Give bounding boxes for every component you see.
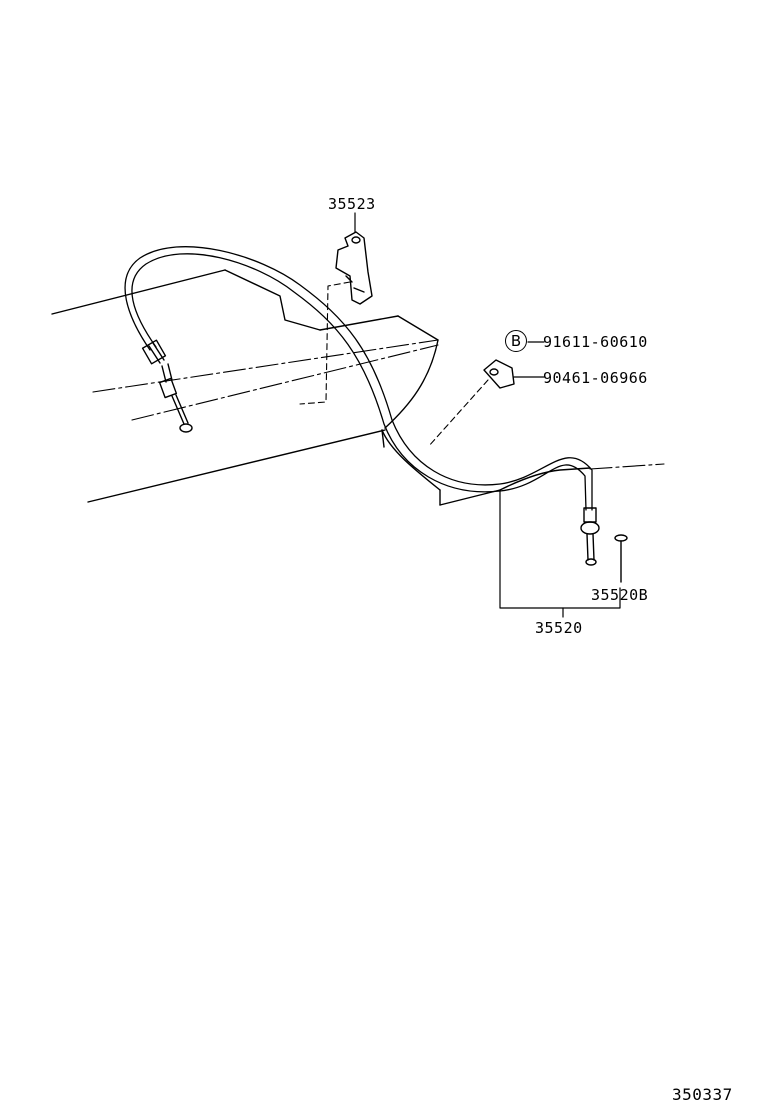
cable-end-rear bbox=[580, 507, 600, 566]
part-label-cable-assembly[interactable]: 35520 bbox=[535, 619, 583, 637]
clamp-part bbox=[483, 359, 515, 389]
cable-pin bbox=[614, 534, 628, 583]
bracket-part bbox=[335, 231, 373, 305]
clamp-guide-line bbox=[427, 379, 489, 448]
bolt-circle-badge: B bbox=[505, 330, 527, 352]
part-label-cable-sub-part[interactable]: 35520B bbox=[591, 586, 649, 604]
part-label-clamp[interactable]: 90461-06966 bbox=[543, 369, 648, 387]
part-label-bolt[interactable]: 91611-60610 bbox=[543, 333, 648, 351]
release-cable bbox=[124, 246, 593, 511]
center-lines bbox=[92, 339, 665, 470]
part-label-bracket[interactable]: 35523 bbox=[328, 195, 376, 213]
leader-lines bbox=[354, 212, 621, 618]
figure-number: 350337 bbox=[672, 1085, 733, 1104]
bracket-guide-line bbox=[299, 281, 351, 405]
cable-end-front bbox=[141, 339, 193, 433]
body-panel bbox=[51, 269, 591, 506]
